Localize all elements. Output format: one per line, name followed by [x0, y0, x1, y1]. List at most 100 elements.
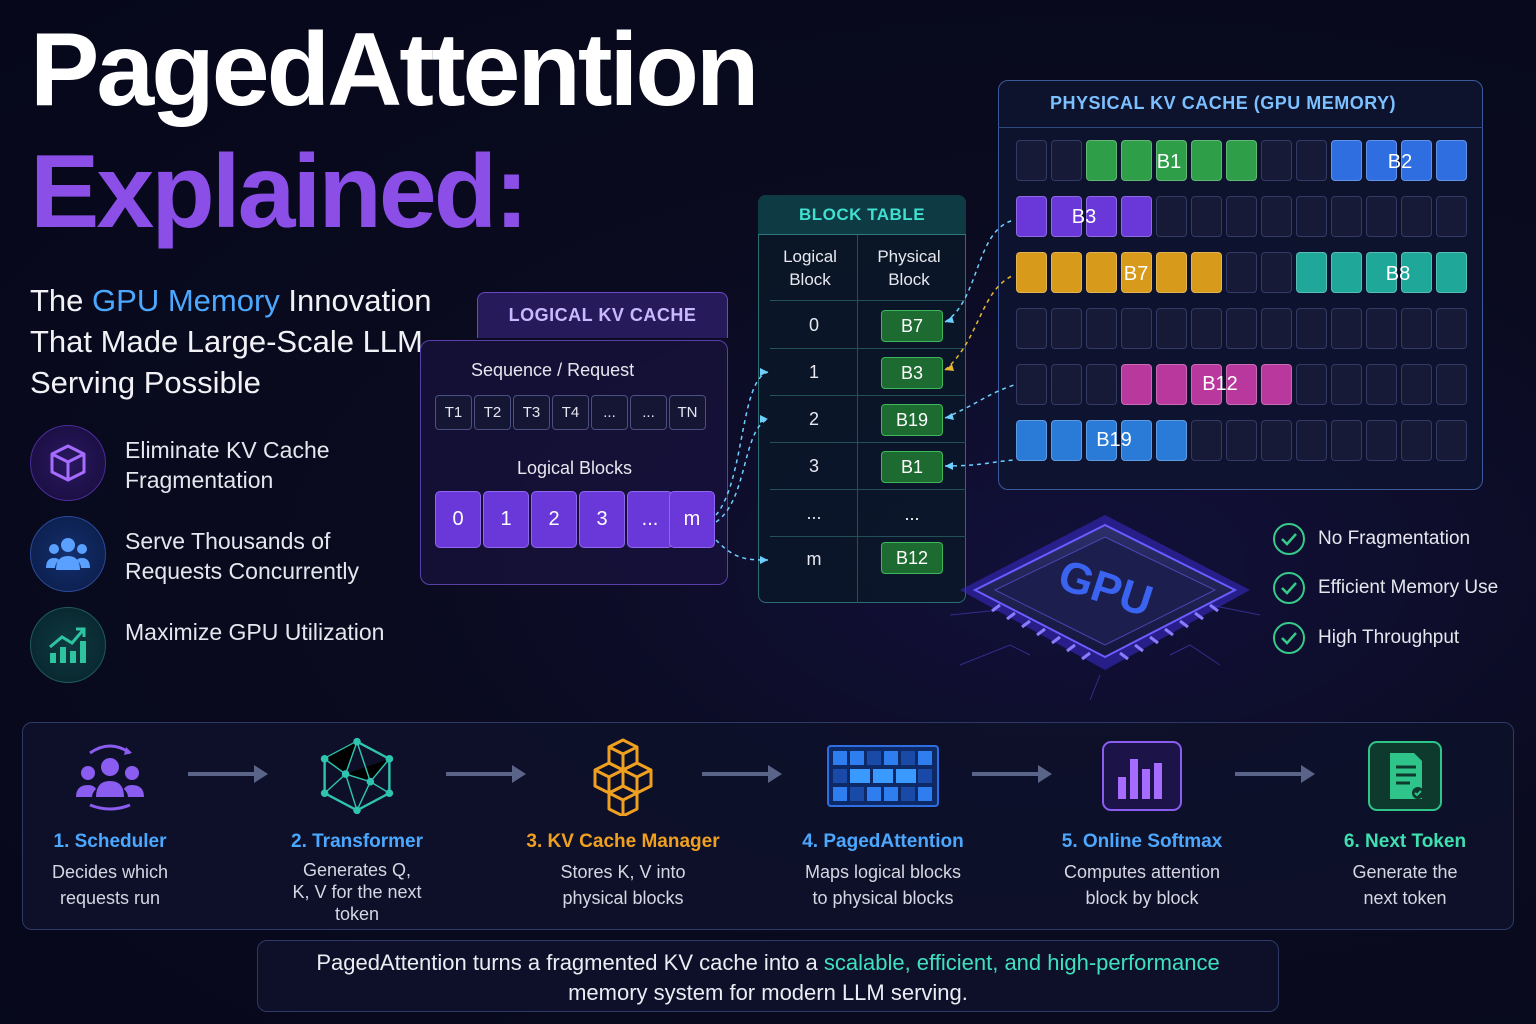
physical-cell-empty: [1296, 420, 1327, 461]
title-line-1: PagedAttention: [30, 12, 759, 128]
physical-block-ref: B12: [881, 542, 943, 574]
physical-cell-empty: [1296, 364, 1327, 405]
arrow-right-icon: [446, 765, 526, 783]
subtitle-post: Innovation That Made Large-Scale LLM Ser…: [30, 283, 432, 400]
block-table-divider: [857, 235, 858, 603]
table-row: [770, 489, 966, 536]
physical-cell-empty: [1331, 196, 1362, 237]
step-title: 6. Next Token: [1343, 831, 1467, 852]
subtitle: The GPU Memory Innovation That Made Larg…: [30, 280, 460, 403]
physical-cell-empty: [1226, 308, 1257, 349]
physical-block-label: B8: [1385, 263, 1411, 285]
physical-cell-empty: [1436, 364, 1467, 405]
cube-icon: [30, 425, 106, 501]
physical-block-b19: [1016, 420, 1047, 461]
physical-block-b2: [1366, 140, 1397, 181]
physical-cell-empty: [1366, 420, 1397, 461]
physical-cell-empty: [1226, 196, 1257, 237]
logical-index: 3: [808, 456, 819, 476]
benefit-item: Maximize GPU Utilization: [30, 607, 410, 685]
token-cell: T1: [435, 395, 472, 430]
physical-block-b1: [1086, 140, 1117, 181]
physical-block-label: B3: [1071, 206, 1097, 228]
physical-block-b12: [1261, 364, 1292, 405]
step-desc: Computes attention block by block: [1063, 862, 1221, 908]
logical-index: m: [806, 549, 822, 569]
physical-cell-empty: [1051, 308, 1082, 349]
physical-block-b2: [1436, 140, 1467, 181]
step-desc: Generates Q, K, V for the next token: [292, 860, 422, 924]
footer-post: memory system for modern LLM serving.: [568, 980, 968, 1005]
physical-block-b12: [1156, 364, 1187, 405]
benefit-text: Serve Thousands of Requests Concurrently: [125, 528, 359, 584]
physical-block-b2: [1401, 140, 1432, 181]
check-item: Efficient Memory Use: [1273, 572, 1523, 606]
physical-cell-empty: [1191, 308, 1222, 349]
physical-block-b7: [1121, 252, 1152, 293]
arrow-right-icon: [1235, 765, 1315, 783]
physical-cell-empty: [1401, 308, 1432, 349]
step-title: 1. Scheduler: [53, 831, 167, 852]
physical-block-b12: [1226, 364, 1257, 405]
benefit-item: Serve Thousands of Requests Concurrently: [30, 516, 410, 594]
pipeline-step: 4. PagedAttention Maps logical blocks to…: [773, 736, 993, 911]
physical-cache-title: PHYSICAL KV CACHE (GPU MEMORY): [998, 80, 1483, 128]
physical-block-b1: [1191, 140, 1222, 181]
token-cell: ...: [591, 395, 628, 430]
physical-block-label: B7: [1123, 263, 1149, 285]
check-item: No Fragmentation: [1273, 523, 1523, 557]
step-title: 2. Transformer: [291, 831, 423, 852]
physical-block-b7: [1156, 252, 1187, 293]
physical-block-b3: [1121, 196, 1152, 237]
arrow-b19: [944, 384, 1015, 419]
physical-cell-empty: [1016, 364, 1047, 405]
physical-block-b3: [1016, 196, 1047, 237]
benefit-text: Eliminate KV Cache Fragmentation: [125, 437, 330, 493]
physical-block-b1: [1226, 140, 1257, 181]
step-desc: Generate the next token: [1352, 862, 1458, 908]
arrow-b3: [944, 274, 1015, 371]
physical-block-b19: [1121, 420, 1152, 461]
physical-cell-empty: [1261, 420, 1292, 461]
step-title: 4. PagedAttention: [802, 831, 964, 852]
physical-cell-empty: [1436, 196, 1467, 237]
footer-pre: PagedAttention turns a fragmented KV cac…: [316, 950, 824, 975]
block-table-col-physical: Physical Block: [877, 247, 941, 289]
physical-block-b8: [1366, 252, 1397, 293]
physical-cell-empty: [1401, 196, 1432, 237]
subtitle-highlight: GPU Memory: [92, 283, 280, 318]
physical-block-label: B12: [1202, 373, 1238, 395]
physical-cell-empty: [1296, 140, 1327, 181]
check-icon: [1273, 523, 1305, 555]
document-icon: [1365, 736, 1445, 816]
physical-cell-empty: [1121, 308, 1152, 349]
transformer-network-icon: [317, 736, 397, 816]
logical-index: 1: [808, 362, 819, 382]
logical-index: 0: [808, 315, 819, 335]
step-desc: Stores K, V into physical blocks: [560, 862, 686, 908]
arrow-b7: [944, 219, 1015, 323]
table-row: [770, 348, 966, 395]
check-icon: [1273, 622, 1305, 654]
benefit-text: Maximize GPU Utilization: [125, 619, 385, 645]
gpu-chip-illustration: GPU: [949, 515, 1261, 701]
arrow-logical-1: [715, 371, 769, 516]
bar-chart-icon: [1102, 736, 1182, 816]
physical-block-label: B19: [1096, 429, 1132, 451]
arrow-logical-2: [715, 418, 769, 523]
check-text: No Fragmentation: [1318, 528, 1471, 549]
physical-block-b8: [1401, 252, 1432, 293]
arrow-right-icon: [972, 765, 1052, 783]
physical-cell-empty: [1086, 364, 1117, 405]
physical-cell-empty: [1051, 364, 1082, 405]
mapping-arrows: [715, 219, 1015, 564]
physical-block-ref: B19: [881, 404, 943, 436]
logical-block: 1: [483, 491, 529, 548]
physical-block-b7: [1086, 252, 1117, 293]
arrow-b1: [944, 459, 1015, 467]
physical-cell-empty: [1401, 364, 1432, 405]
subtitle-pre: The: [30, 283, 93, 318]
logical-blocks-label: Logical Blocks: [517, 458, 633, 478]
physical-cell-empty: [1401, 420, 1432, 461]
physical-block-b19: [1156, 420, 1187, 461]
